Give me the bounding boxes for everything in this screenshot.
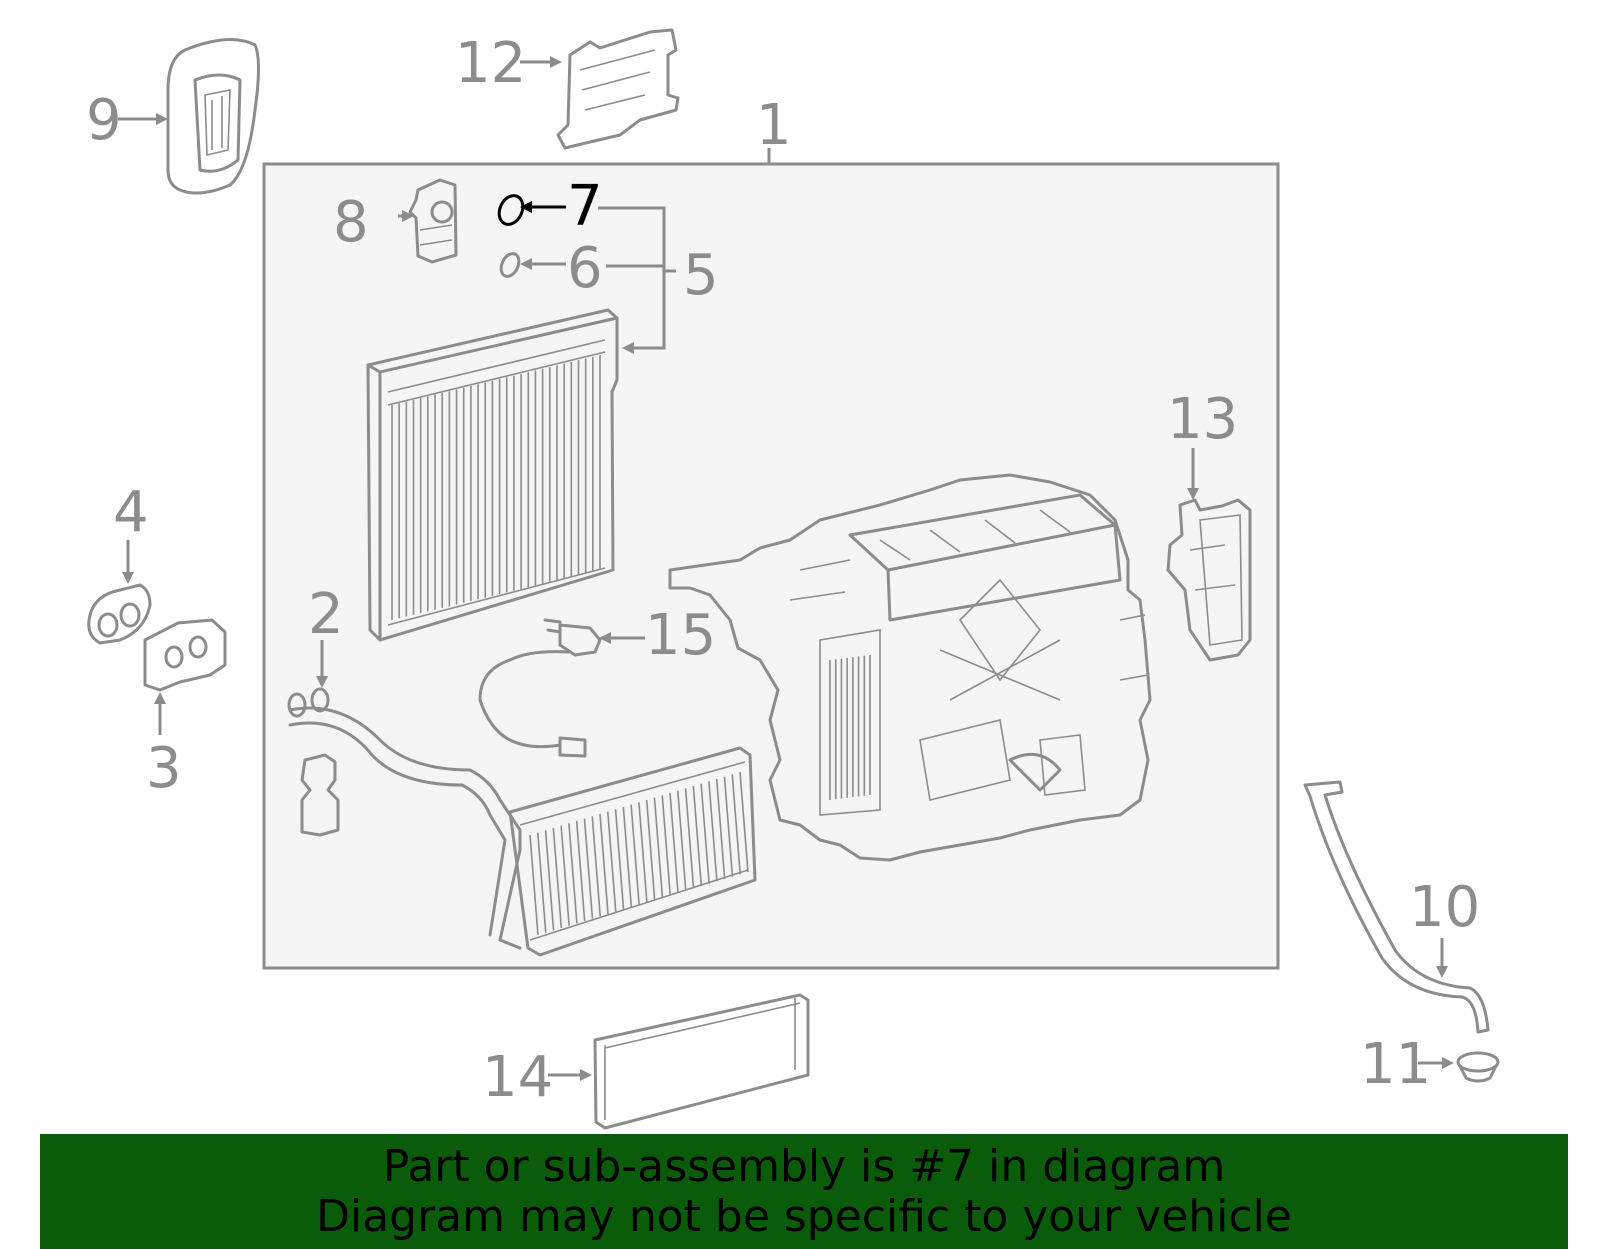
cabin-filter-part[interactable]	[593, 993, 810, 1130]
callout-1: 1	[756, 93, 792, 158]
evaporator-part[interactable]	[366, 308, 619, 642]
callout-2: 2	[308, 582, 344, 647]
o-ring-7-part[interactable]	[495, 192, 528, 228]
hvac-unit-part[interactable]	[668, 473, 1152, 862]
clip-part[interactable]	[1456, 1051, 1500, 1083]
info-banner: Part or sub-assembly is #7 in diagram Di…	[40, 1134, 1568, 1249]
callout-10: 10	[1409, 875, 1480, 940]
callout-7: 7	[567, 174, 603, 239]
o-ring-6-part[interactable]	[498, 251, 523, 280]
callout-9: 9	[86, 88, 122, 153]
callout-6: 6	[567, 236, 603, 301]
bracket-part[interactable]	[1166, 498, 1252, 662]
callout-14: 14	[482, 1045, 553, 1110]
heater-core-part[interactable]	[287, 687, 757, 957]
pipe-clip-part[interactable]	[300, 753, 340, 837]
expansion-valve-part[interactable]	[408, 178, 458, 264]
banner-line-disclaimer: Diagram may not be specific to your vehi…	[316, 1190, 1292, 1242]
vent-grille-part[interactable]	[166, 38, 260, 195]
callout-3: 3	[146, 736, 182, 801]
sensor-part[interactable]	[478, 618, 602, 758]
callout-12: 12	[455, 31, 526, 96]
plate-part[interactable]	[143, 618, 227, 692]
callout-4: 4	[113, 480, 149, 545]
callout-8: 8	[333, 190, 369, 255]
grommet-part[interactable]	[87, 583, 152, 645]
callout-11: 11	[1360, 1032, 1431, 1097]
drain-hose-part[interactable]	[1303, 780, 1490, 1034]
banner-line-part-number: Part or sub-assembly is #7 in diagram	[382, 1140, 1226, 1192]
callout-13: 13	[1167, 387, 1238, 452]
assembly-box	[262, 162, 1280, 970]
callout-5: 5	[683, 243, 719, 308]
control-module-part[interactable]	[556, 28, 680, 150]
callout-15: 15	[645, 603, 716, 668]
